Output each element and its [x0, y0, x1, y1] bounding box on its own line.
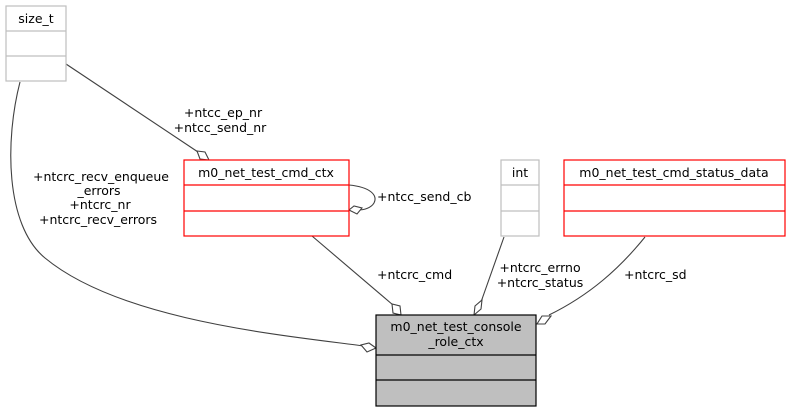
edge-line	[311, 235, 394, 306]
aggregation-diamond-icon	[391, 303, 402, 316]
node-int[interactable]: int	[500, 159, 540, 237]
edge-status-data-to-console	[536, 236, 646, 325]
edge-int-to-console	[473, 236, 505, 317]
node-title: m0_net_test_cmd_status_data	[579, 165, 768, 180]
edge-label: +ntcrc_recv_enqueue	[33, 169, 169, 184]
edge-size-t-to-console	[10, 81, 378, 353]
edge-line	[548, 236, 646, 316]
node-m0-net-test-cmd-status-data[interactable]: m0_net_test_cmd_status_data	[563, 159, 786, 237]
edge-line	[348, 184, 376, 211]
edge-label: +ntcrc_errno	[499, 260, 580, 275]
edge-label: +ntcrc_sd	[624, 267, 687, 282]
edge-cmd-ctx-to-console	[311, 235, 402, 316]
aggregation-diamond-icon	[360, 342, 378, 353]
edge-label: +ntcrc_recv_errors	[39, 212, 157, 227]
aggregation-diamond-icon	[473, 298, 483, 317]
node-title: size_t	[18, 11, 53, 26]
aggregation-diamond-icon	[536, 315, 553, 325]
edge-line	[10, 81, 365, 347]
edge-label: +ntcc_send_cb	[377, 189, 471, 204]
edge-size-t-to-cmd-ctx	[65, 63, 210, 161]
edge-label: +ntcrc_cmd	[377, 267, 452, 282]
edge-cmd-ctx-self	[347, 184, 376, 215]
edge-line	[480, 236, 505, 303]
node-title-line1: m0_net_test_console	[390, 319, 521, 334]
node-size-t[interactable]: size_t	[5, 5, 67, 82]
node-title: m0_net_test_cmd_ctx	[198, 165, 334, 180]
edge-label: _errors	[76, 183, 120, 198]
edge-label: +ntcrc_status	[497, 275, 584, 290]
node-title-line2: _role_ctx	[427, 334, 483, 349]
aggregation-diamond-icon	[347, 205, 363, 215]
node-m0-net-test-console-role-ctx[interactable]: m0_net_test_console _role_ctx	[375, 314, 537, 407]
node-m0-net-test-cmd-ctx[interactable]: m0_net_test_cmd_ctx	[183, 159, 350, 237]
edge-label: +ntcc_ep_nr	[184, 105, 263, 120]
aggregation-diamond-icon	[196, 150, 210, 161]
node-title: int	[512, 165, 528, 180]
edge-line	[65, 63, 199, 153]
edge-label: +ntcc_send_nr	[174, 120, 268, 135]
edge-label: +ntcrc_nr	[69, 197, 131, 212]
